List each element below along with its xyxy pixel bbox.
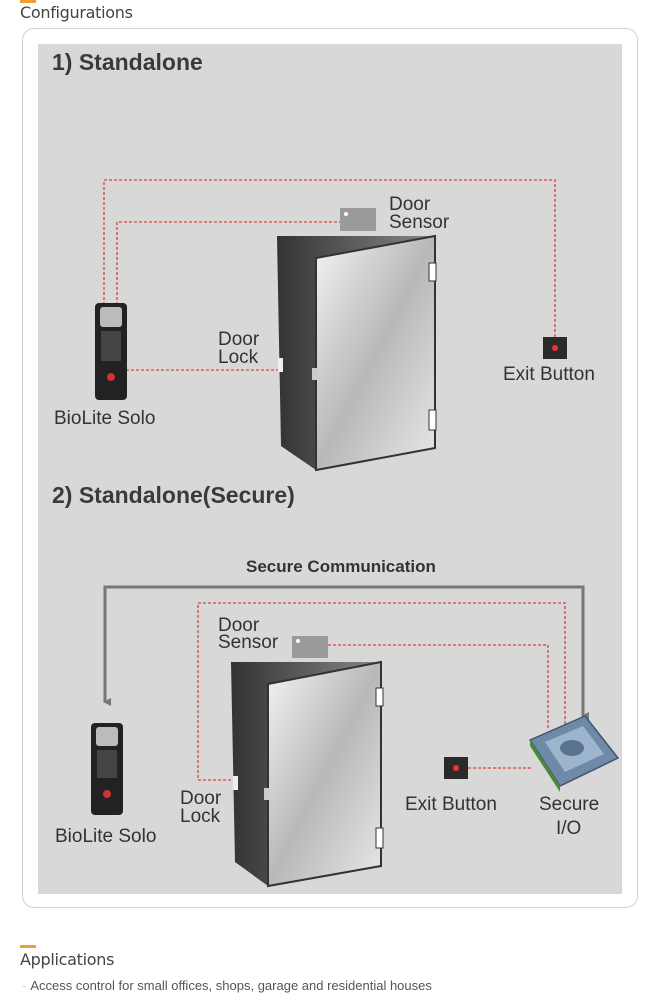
application-text: Access control for small offices, shops,… <box>30 978 432 993</box>
heading-accent <box>20 0 36 3</box>
door-lock-label: Lock <box>218 347 259 368</box>
door-icon <box>231 660 384 888</box>
device-label: BioLite Solo <box>54 408 155 429</box>
secure-io-icon <box>528 715 620 792</box>
exit-button-icon <box>543 337 567 359</box>
standalone-title: 1) Standalone <box>52 49 203 75</box>
exit-button-icon <box>444 757 468 779</box>
heading-accent <box>20 945 36 948</box>
door-icon <box>277 234 437 472</box>
door-sensor-label: Door <box>389 194 431 215</box>
door-lock-label: Lock <box>180 806 221 827</box>
wiring-lines <box>103 179 556 371</box>
secure-title: 2) Standalone(Secure) <box>52 482 295 508</box>
secure-communication-arrow <box>103 585 589 720</box>
secure-io-label: Secure <box>539 794 599 815</box>
applications-heading: Applications <box>20 950 115 969</box>
exit-button-label: Exit Button <box>405 794 497 815</box>
bullet-icon: · <box>22 978 27 993</box>
application-item: ·Access control for small offices, shops… <box>22 978 432 993</box>
biolite-solo-device-icon <box>91 723 123 815</box>
door-sensor-label: Door <box>218 615 260 636</box>
door-lock-label: Door <box>180 788 222 809</box>
device-label: BioLite Solo <box>55 826 156 847</box>
exit-button-label: Exit Button <box>503 364 595 385</box>
secure-io-label: I/O <box>556 818 581 839</box>
door-sensor-icon <box>340 208 376 231</box>
door-sensor-label: Sensor <box>218 632 279 653</box>
biolite-solo-device-icon <box>95 303 127 400</box>
wiring-lines <box>197 602 566 781</box>
configurations-heading: Configurations <box>20 3 133 22</box>
door-sensor-icon <box>292 636 328 658</box>
door-lock-label: Door <box>218 329 260 350</box>
door-sensor-label: Sensor <box>389 212 450 233</box>
secure-communication-label: Secure Communication <box>246 557 436 576</box>
